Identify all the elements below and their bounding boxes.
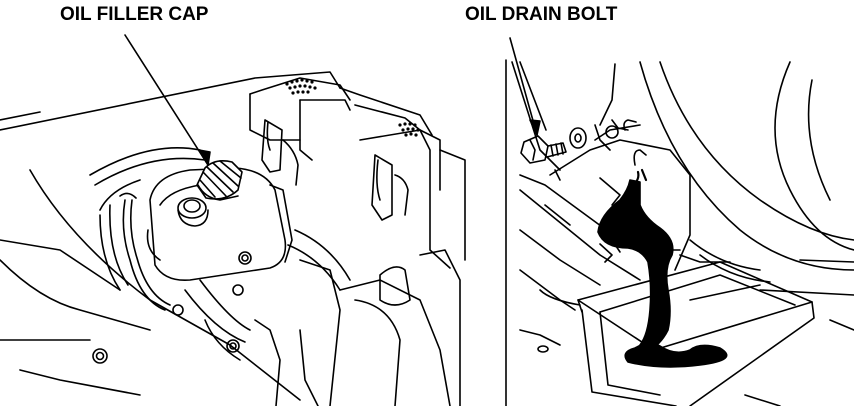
drain-pan (577, 261, 815, 406)
left-panel-engine-top-view (0, 34, 466, 406)
vent-holes-left (285, 78, 420, 137)
oil-drain-bolt-label: OIL DRAIN BOLT (465, 4, 618, 25)
oil-filler-cap-label: OIL FILLER CAP (60, 4, 209, 25)
oil-stream (597, 168, 728, 368)
oil-drain-bolt (520, 127, 587, 164)
right-panel-engine-underside (509, 37, 854, 406)
oil-filler-cap (196, 160, 243, 201)
